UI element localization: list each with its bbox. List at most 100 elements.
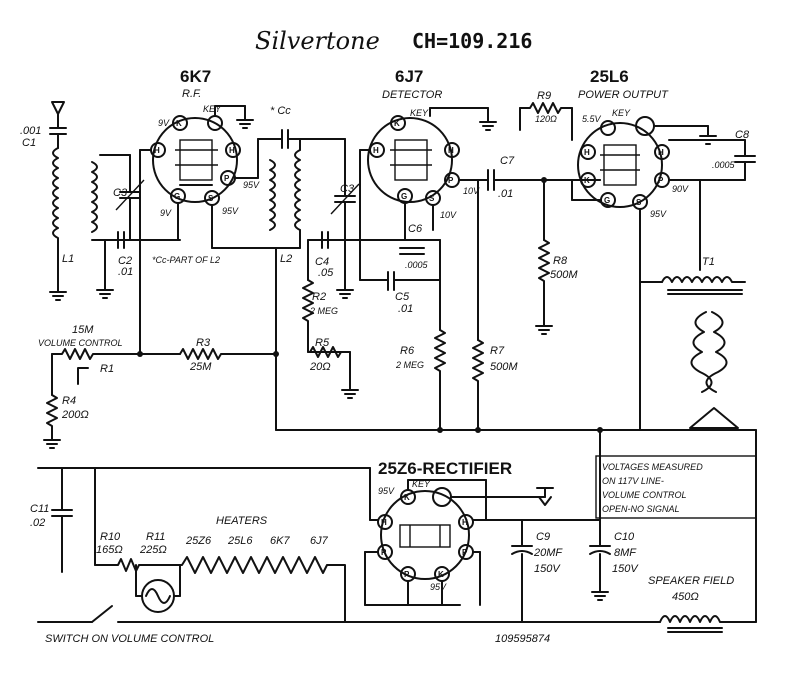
- coil-l1-secondary: [91, 161, 98, 233]
- potentiometer-r1: [51, 348, 141, 360]
- heater-25z6: 25Z6: [185, 535, 212, 547]
- note-line-4: OPEN-NO SIGNAL: [602, 504, 680, 514]
- c9-label: C9: [536, 531, 550, 543]
- svg-text:G: G: [604, 196, 610, 205]
- svg-text:H: H: [381, 518, 387, 527]
- svg-text:P: P: [404, 570, 410, 579]
- capacitor-c4: [321, 231, 329, 249]
- r4-label: R4: [62, 395, 76, 407]
- r11-value: 225Ω: [139, 544, 167, 556]
- c5-value: .01: [398, 303, 413, 315]
- c9-voltage: 150V: [534, 563, 561, 575]
- l1-label: L1: [62, 253, 74, 265]
- svg-text:S: S: [636, 198, 642, 207]
- ground-symbol: [49, 291, 67, 301]
- capacitor-c1: [49, 127, 67, 149]
- r8-label: R8: [553, 255, 568, 267]
- ground-symbol: [236, 105, 254, 129]
- svg-text:S: S: [429, 194, 435, 203]
- cc-label: * Cc: [270, 105, 291, 117]
- svg-text:KEY: KEY: [612, 108, 631, 118]
- l2-label: L2: [280, 253, 292, 265]
- c2-label: C2: [118, 255, 132, 267]
- r7-label: R7: [490, 345, 505, 357]
- tube-6j7: [367, 117, 453, 203]
- r3-label: R3: [196, 337, 211, 349]
- part-number: 109595874: [495, 633, 550, 645]
- svg-text:K: K: [438, 570, 444, 579]
- antenna-symbol: [51, 101, 65, 129]
- r1-value: 15M: [72, 324, 94, 336]
- speaker-symbol: [689, 311, 739, 429]
- svg-text:G: G: [174, 192, 180, 201]
- note-line-2: ON 117V LINE-: [602, 476, 664, 486]
- ground-symbol: [96, 289, 114, 299]
- tube-6k7-label: 6K7: [180, 67, 211, 86]
- r10-value: 165Ω: [96, 544, 123, 556]
- c2-value: .01: [118, 266, 133, 278]
- svg-text:K: K: [404, 493, 410, 502]
- voltage-label: 95V: [378, 486, 395, 496]
- voltage-label: 95V: [243, 180, 260, 190]
- speaker-field-coil: [659, 615, 757, 623]
- capacitor-cc: [234, 129, 301, 179]
- tube-25l6-function: POWER OUTPUT: [578, 89, 669, 101]
- svg-text:K: K: [394, 119, 400, 128]
- r9-value: 120Ω: [535, 114, 557, 124]
- r6-label: R6: [400, 345, 415, 357]
- c3-label-1: C3: [113, 187, 128, 199]
- resistor-r2: [302, 279, 314, 353]
- brand-logo: Silvertone: [255, 27, 380, 55]
- svg-text:P: P: [658, 176, 664, 185]
- c8-label: C8: [735, 129, 750, 141]
- switch-label: SWITCH ON VOLUME CONTROL: [45, 633, 214, 645]
- capacitor-c10: [589, 545, 611, 593]
- c10-voltage: 150V: [612, 563, 639, 575]
- svg-text:H: H: [462, 518, 468, 527]
- voltage-label: 95V: [430, 582, 447, 592]
- c4-label: C4: [315, 256, 329, 268]
- svg-text:H: H: [658, 148, 664, 157]
- r1-label: R1: [100, 363, 114, 375]
- c10-label: C10: [614, 531, 635, 543]
- r10-label: R10: [100, 531, 121, 543]
- coil-l2-secondary: [294, 149, 301, 231]
- r2-value: 2 MEG: [309, 306, 338, 316]
- c4-value: .05: [318, 267, 334, 279]
- c11-label: C11: [30, 503, 49, 515]
- svg-text:H: H: [154, 146, 160, 155]
- c8-value: .0005: [712, 160, 736, 170]
- tube-25z6-label: 25Z6-RECTIFIER: [378, 459, 512, 478]
- r8-value: 500M: [550, 269, 578, 281]
- tube-25z6: [380, 490, 470, 580]
- tube-6j7-pins: K KEY H H G S P: [369, 108, 460, 206]
- c7-value: .01: [498, 188, 513, 200]
- coil-l1-primary: [52, 147, 59, 293]
- ballast-lamp: [135, 579, 181, 613]
- transformer-t1: [661, 276, 746, 283]
- tube-6j7-label: 6J7: [395, 67, 423, 86]
- tube-6k7-function: R.F.: [182, 88, 201, 100]
- heater-6k7: 6K7: [270, 535, 290, 547]
- voltage-label: 10V: [440, 210, 457, 220]
- capacitor-c8: [734, 139, 756, 181]
- heater-6j7: 6J7: [310, 535, 329, 547]
- capacitor-c3-tuning-2: [330, 138, 360, 241]
- tube-6j7-function: DETECTOR: [382, 89, 442, 101]
- note-line-3: VOLUME CONTROL: [602, 490, 687, 500]
- voltage-label: 9V: [158, 118, 170, 128]
- tube-6k7: [152, 117, 238, 203]
- resistor-r8: [538, 239, 550, 327]
- resistor-r6: [434, 329, 446, 431]
- svg-text:P: P: [462, 548, 468, 557]
- voltage-label: 95V: [650, 209, 667, 219]
- svg-text:KEY: KEY: [203, 104, 222, 114]
- r5-label: R5: [315, 337, 330, 349]
- coil-l2-primary: [269, 159, 276, 231]
- c9-value: 20MF: [533, 547, 563, 559]
- c3-label-2: C3: [340, 183, 355, 195]
- resistor-r4: [46, 394, 58, 441]
- svg-text:K: K: [176, 119, 182, 128]
- voltage-label: 95V: [222, 206, 239, 216]
